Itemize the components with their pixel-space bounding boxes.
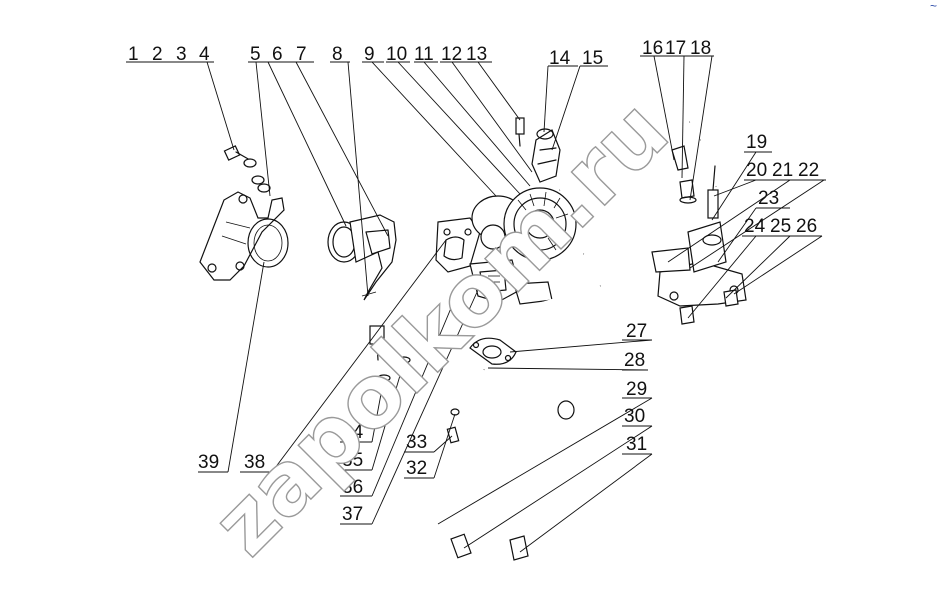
callout-28: 28 <box>624 350 645 371</box>
callout-7: 7 <box>296 44 307 65</box>
callout-32: 32 <box>406 458 427 479</box>
callout-26: 26 <box>796 216 817 237</box>
callout-34: 34 <box>342 422 364 443</box>
callout-30: 30 <box>624 406 645 427</box>
callout-9: 9 <box>364 44 375 65</box>
callout-10: 10 <box>386 44 407 65</box>
callout-3: 3 <box>176 44 187 65</box>
callout-13: 13 <box>466 44 487 65</box>
callout-1: 1 <box>128 44 139 65</box>
elbow-flange <box>327 214 397 301</box>
callout-24: 24 <box>744 216 766 237</box>
oil-feed-tube <box>559 120 718 204</box>
callout-6: 6 <box>272 44 283 65</box>
callout-39: 39 <box>198 452 219 473</box>
o-ring-39 <box>247 218 289 268</box>
callout-18: 18 <box>690 38 711 59</box>
callout-38: 38 <box>244 452 265 473</box>
callout-23: 23 <box>758 188 779 209</box>
callout-15: 15 <box>582 48 603 69</box>
parts-drawing <box>199 117 747 568</box>
callout-31: 31 <box>626 434 647 455</box>
corner-mark: ~ <box>930 0 937 13</box>
callout-37: 37 <box>342 504 363 525</box>
gasket-flange <box>469 337 517 365</box>
callout-16: 16 <box>642 38 663 59</box>
callout-21: 21 <box>772 160 793 181</box>
callout-29: 29 <box>626 379 647 400</box>
callout-27: 27 <box>626 321 647 342</box>
callout-22: 22 <box>798 160 819 181</box>
callout-labels: 1 2 3 4 5 6 7 8 9 10 11 12 13 14 15 16 1… <box>128 38 819 525</box>
callout-8: 8 <box>332 44 343 65</box>
callout-4: 4 <box>199 44 210 65</box>
callout-11: 11 <box>414 44 434 65</box>
actuator <box>515 117 561 183</box>
callout-33: 33 <box>406 432 427 453</box>
oil-return-tube <box>369 252 608 422</box>
callout-12: 12 <box>441 44 462 65</box>
callout-35: 35 <box>342 450 363 471</box>
callout-14: 14 <box>549 48 571 69</box>
callout-2: 2 <box>152 44 163 65</box>
callout-20: 20 <box>746 160 767 181</box>
callout-5: 5 <box>250 44 261 65</box>
turbocharger <box>435 187 577 305</box>
bolt-stack-left <box>223 145 271 193</box>
clamp-bracket <box>199 191 285 281</box>
callout-17: 17 <box>665 38 686 59</box>
callout-36: 36 <box>342 477 363 498</box>
leader-lines <box>126 55 826 553</box>
callout-25: 25 <box>770 216 791 237</box>
callout-19: 19 <box>746 132 767 153</box>
drain-pipe <box>431 368 529 568</box>
